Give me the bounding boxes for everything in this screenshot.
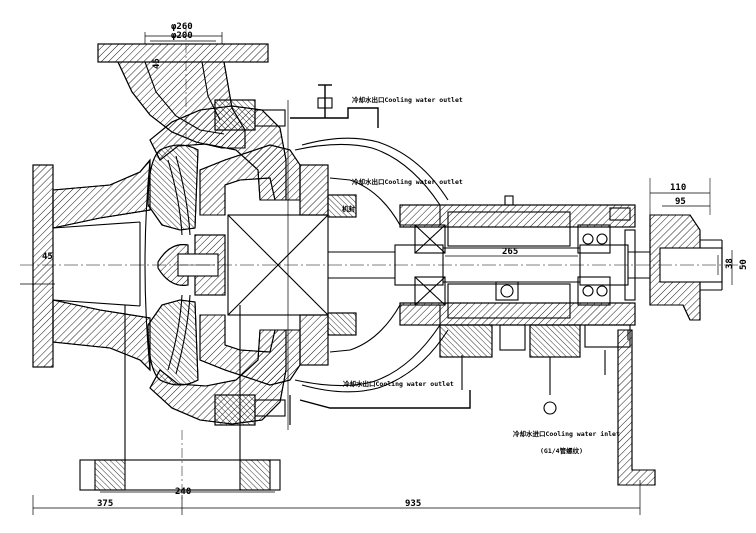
shaft-extension-label: 110 (670, 183, 686, 193)
bearing-span-label: 265 (502, 247, 518, 257)
dimension-lines (32, 192, 733, 515)
shaft-dia-a-label: 38 (725, 258, 735, 269)
bearing-bracket (287, 100, 449, 430)
cooling-inlet-note: 冷却水进口Cooling water inlet (513, 429, 620, 438)
cooling-inlet-spec-note: (G1/4管螺纹) (540, 446, 583, 455)
cooling-outlet-lower-note: 冷却水出口Cooling water outlet (343, 379, 454, 388)
base-foot-label: 240 (175, 487, 191, 497)
outlet-outer-dia-label: φ260 (171, 22, 193, 32)
inlet-to-foot-label: 375 (97, 499, 113, 509)
overall-length-label: 935 (405, 499, 421, 509)
pump-cover (199, 144, 301, 386)
support-leg (617, 329, 656, 486)
shaft-dia-b-label: 50 (739, 259, 749, 270)
suction-flange (32, 158, 151, 372)
impeller (147, 144, 226, 386)
base-foot (79, 305, 281, 500)
bearing-housing (399, 195, 636, 326)
outlet-angle-label: 45 (152, 58, 162, 69)
seal-chamber (227, 164, 357, 366)
seal-note: 机封 (342, 204, 356, 213)
outlet-inner-dia-label: φ200 (171, 31, 193, 41)
coupling (649, 178, 723, 321)
inlet-offset-label: 45 (42, 252, 53, 262)
cooling-outlet-mid-note: 冷却水出口Cooling water outlet (352, 177, 463, 186)
cooling-pipes (214, 84, 471, 426)
coupling-length-label: 95 (675, 197, 686, 207)
cooling-outlet-upper-note: 冷却水出口Cooling water outlet (352, 95, 463, 104)
bracket-feet (439, 324, 631, 415)
